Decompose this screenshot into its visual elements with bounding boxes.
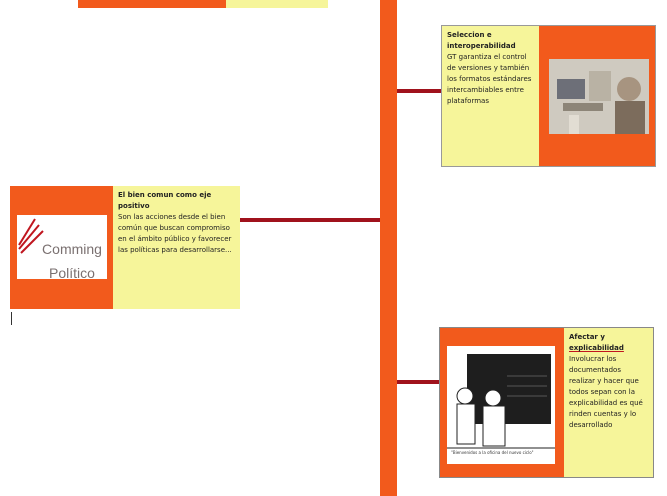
logo-swoosh-icon (18, 218, 44, 254)
logo-line-2: Político (49, 265, 95, 279)
connector-right-bottom (397, 380, 439, 384)
card-right-bottom-body: Involucrar los documentados realizar y h… (569, 355, 643, 429)
office-photo-illustration (549, 59, 649, 134)
timeline-spine (380, 0, 397, 496)
cartoon-drawing (447, 346, 555, 464)
card-right-bottom: "Bienvenidos a la oficina del nuevo cicl… (439, 327, 654, 478)
text-cursor-mark (11, 312, 12, 325)
card-right-bottom-title: Afectar y explicabilidad (569, 332, 648, 354)
cartoon-caption: "Bienvenidos a la oficina del nuevo cicl… (451, 450, 534, 455)
top-card-text-panel (226, 0, 328, 8)
card-right-bottom-text: Afectar y explicabilidad Involucrar los … (564, 328, 653, 477)
card-right-bottom-title-plain: Afectar y (569, 333, 605, 341)
card-right-top-body: GT garantiza el control de versiones y t… (447, 53, 532, 105)
card-right-top-text: Seleccion e interoperabilidad GT garanti… (442, 26, 539, 166)
card-left-mid: Comming Político El bien comun como eje … (10, 186, 240, 309)
card-left-mid-text: El bien comun como eje positivo Son las … (113, 186, 240, 309)
card-right-top: Seleccion e interoperabilidad GT garanti… (441, 25, 656, 167)
connector-right-top (397, 89, 441, 93)
card-right-top-title: Seleccion e interoperabilidad (447, 31, 516, 50)
comming-politico-logo: Comming Político (17, 215, 107, 279)
top-card-image-panel (78, 0, 226, 8)
logo-line-1: Comming (42, 241, 102, 257)
card-left-mid-image-panel: Comming Político (10, 186, 113, 309)
office-photo (549, 59, 649, 134)
logo-text: Comming Político (37, 237, 107, 279)
card-right-top-image-panel (539, 26, 655, 166)
card-left-mid-body: Son las acciones desde el bien común que… (118, 213, 232, 254)
card-left-mid-title: El bien comun como eje positivo (118, 191, 212, 210)
card-right-bottom-title-link: explicabilidad (569, 344, 624, 352)
connector-left-mid (240, 218, 380, 222)
card-right-bottom-image-panel: "Bienvenidos a la oficina del nuevo cicl… (440, 328, 564, 477)
cartoon-illustration: "Bienvenidos a la oficina del nuevo cicl… (447, 346, 555, 464)
